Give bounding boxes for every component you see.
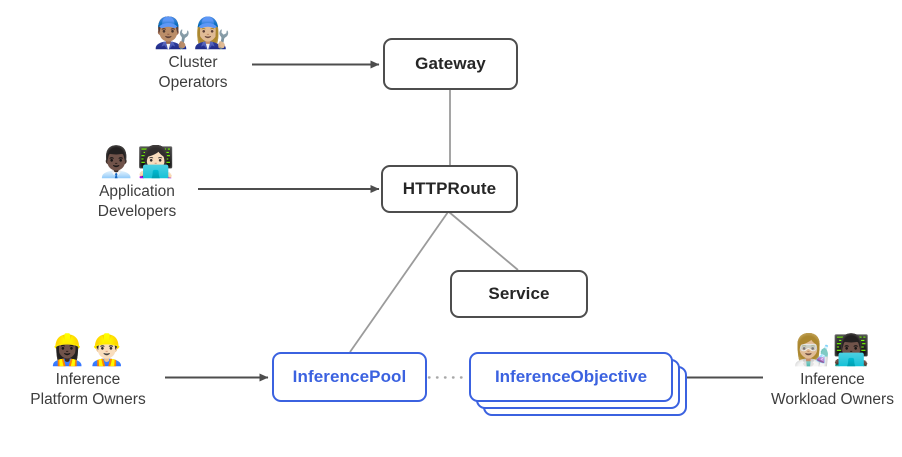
node-service[interactable]: Service <box>450 270 588 318</box>
connector-httproute-to-service <box>448 211 519 271</box>
node-inferencepool[interactable]: InferencePool <box>272 352 427 402</box>
node-inferencepool-label: InferencePool <box>292 367 407 386</box>
actor-cluster-operators: 👨🏽‍🔧👩🏼‍🔧 Cluster Operators <box>133 17 253 93</box>
node-inferenceobjective-card-front <box>469 352 673 402</box>
scientist-technologist-icon: 👩🏼‍🔬👨🏿‍💻 <box>793 334 872 367</box>
node-gateway-label: Gateway <box>415 54 486 73</box>
actor-inference-platform-owners: 👷🏿‍♀️👷🏻‍♂️ Inference Platform Owners <box>14 334 162 410</box>
actor-cluster-operators-label: Cluster Operators <box>158 54 228 92</box>
node-httproute-label: HTTPRoute <box>402 179 497 198</box>
mechanic-people-icon: 👨🏽‍🔧👩🏼‍🔧 <box>153 17 233 50</box>
node-service-label: Service <box>488 284 550 303</box>
actor-inference-workload-owners-label: Inference Workload Owners <box>771 371 894 409</box>
node-gateway[interactable]: Gateway <box>383 38 518 90</box>
node-httproute[interactable]: HTTPRoute <box>381 165 518 213</box>
office-worker-technologist-icon: 👨🏿‍💼👩🏻‍💻 <box>97 146 177 179</box>
node-inferenceobjective-label: InferenceObjective <box>494 367 648 386</box>
actor-inference-workload-owners: 👩🏼‍🔬👨🏿‍💻 Inference Workload Owners <box>765 334 900 410</box>
connector-httproute-to-inferencepool <box>349 211 449 353</box>
actor-application-developers: 👨🏿‍💼👩🏻‍💻 Application Developers <box>73 146 201 222</box>
construction-worker-icon: 👷🏿‍♀️👷🏻‍♂️ <box>48 334 128 367</box>
actor-application-developers-label: Application Developers <box>97 183 177 221</box>
node-inferenceobjective[interactable]: InferenceObjective <box>469 352 687 416</box>
actor-inference-platform-owners-label: Inference Platform Owners <box>30 371 146 409</box>
